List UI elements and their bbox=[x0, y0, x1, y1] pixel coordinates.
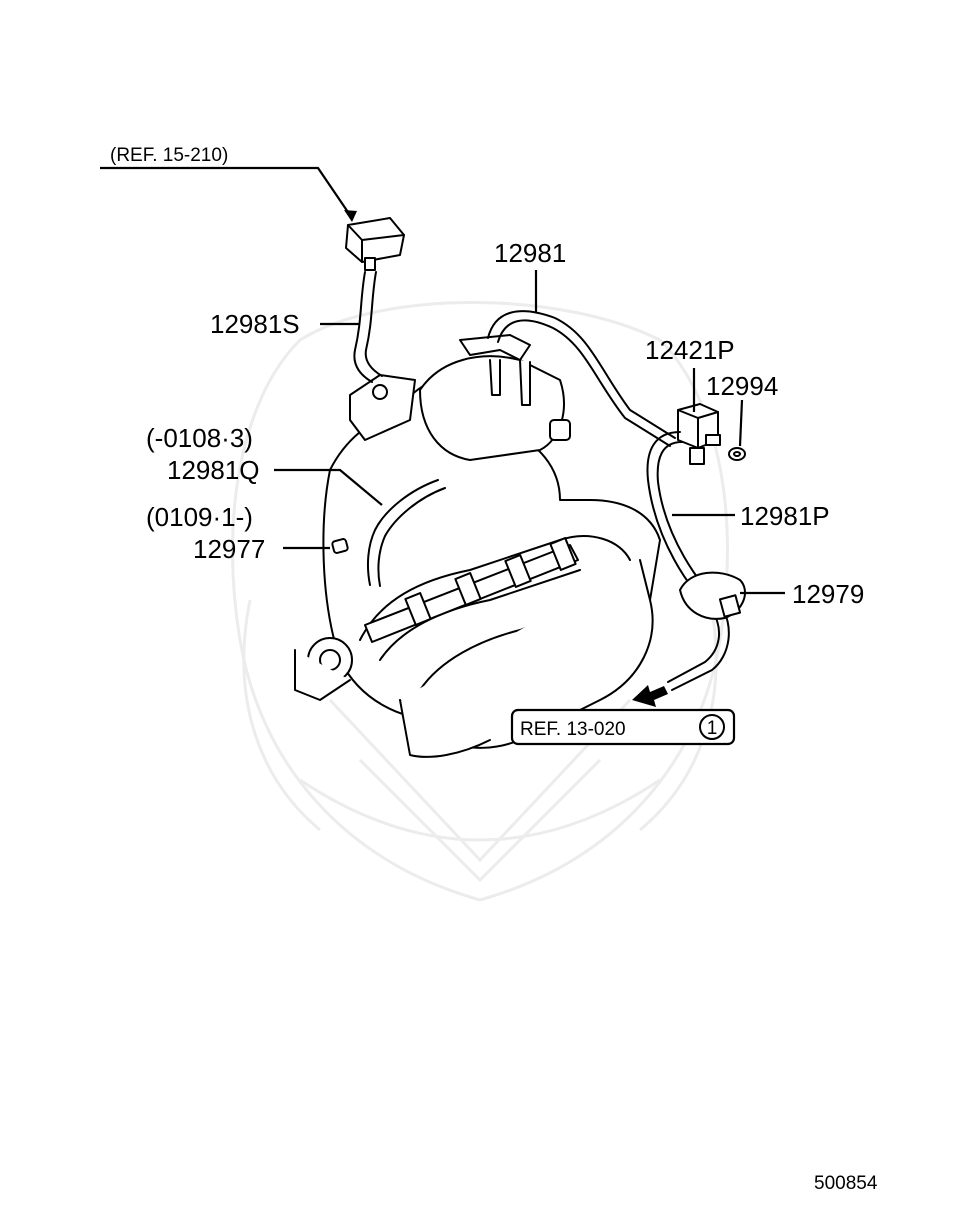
label-12994: 12994 bbox=[706, 371, 778, 401]
label-range-a: (-0108·3) bbox=[146, 423, 253, 453]
hose-12981s bbox=[353, 271, 373, 383]
label-ref-bottom-circle: 1 bbox=[707, 718, 718, 739]
label-12981q: 12981Q bbox=[167, 455, 260, 485]
label-12421p: 12421P bbox=[645, 335, 735, 365]
solenoid-valve-icon bbox=[677, 403, 721, 465]
label-12977: 12977 bbox=[193, 534, 265, 564]
diagram-number: 500854 bbox=[814, 1173, 878, 1194]
arrow-icon bbox=[632, 685, 668, 707]
intake-manifold-icon bbox=[294, 334, 661, 758]
leader-12981q bbox=[274, 468, 383, 506]
arrowhead-ref-top bbox=[344, 210, 357, 222]
label-ref-top: (REF. 15-210) bbox=[110, 145, 228, 166]
label-12981s: 12981S bbox=[210, 309, 300, 339]
label-12981: 12981 bbox=[494, 238, 566, 268]
leader-ref-top bbox=[100, 166, 353, 219]
label-12981p: 12981P bbox=[740, 501, 830, 531]
label-12979: 12979 bbox=[792, 579, 864, 609]
label-ref-bottom: REF. 13-020 bbox=[520, 719, 626, 740]
ref-bottom-circle bbox=[699, 714, 725, 740]
leader-12994 bbox=[738, 399, 744, 447]
sensor-icon bbox=[345, 217, 405, 271]
hose-12981 bbox=[487, 310, 676, 439]
hose-12981q bbox=[366, 479, 439, 586]
hose-12981p bbox=[646, 431, 721, 683]
hose-clamp-icon bbox=[679, 571, 746, 620]
nut-icon bbox=[728, 447, 746, 461]
label-range-b: (0109·1-) bbox=[146, 502, 253, 532]
cap-icon bbox=[331, 538, 349, 554]
ref-bottom-box bbox=[510, 708, 736, 746]
